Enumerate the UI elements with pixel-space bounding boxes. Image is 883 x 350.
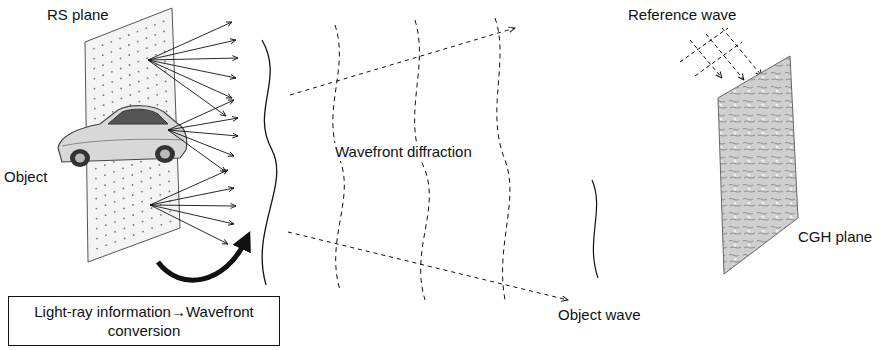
box-text: Light-ray information→Wavefront conversi… — [17, 302, 271, 340]
figure-label: RS plane — [45, 6, 111, 24]
wavefront — [495, 18, 510, 300]
diffraction-arrow — [288, 232, 568, 300]
reference-wave — [680, 28, 762, 80]
figure-label: Object — [2, 168, 49, 186]
figure-label: CGH plane — [796, 228, 874, 246]
figure-label: Object wave — [556, 306, 643, 324]
process-box: Light-ray information→Wavefront conversi… — [8, 296, 280, 346]
figure-label: Wavefront diffraction — [333, 143, 474, 161]
conversion-arrow — [158, 240, 246, 280]
cgh-plane — [718, 56, 798, 274]
figure-label: Reference wave — [626, 6, 738, 24]
car-object — [58, 106, 187, 167]
wavefront — [592, 180, 598, 278]
diffraction-arrow — [290, 28, 515, 95]
light-rays — [148, 22, 238, 244]
wavefront — [262, 40, 277, 285]
